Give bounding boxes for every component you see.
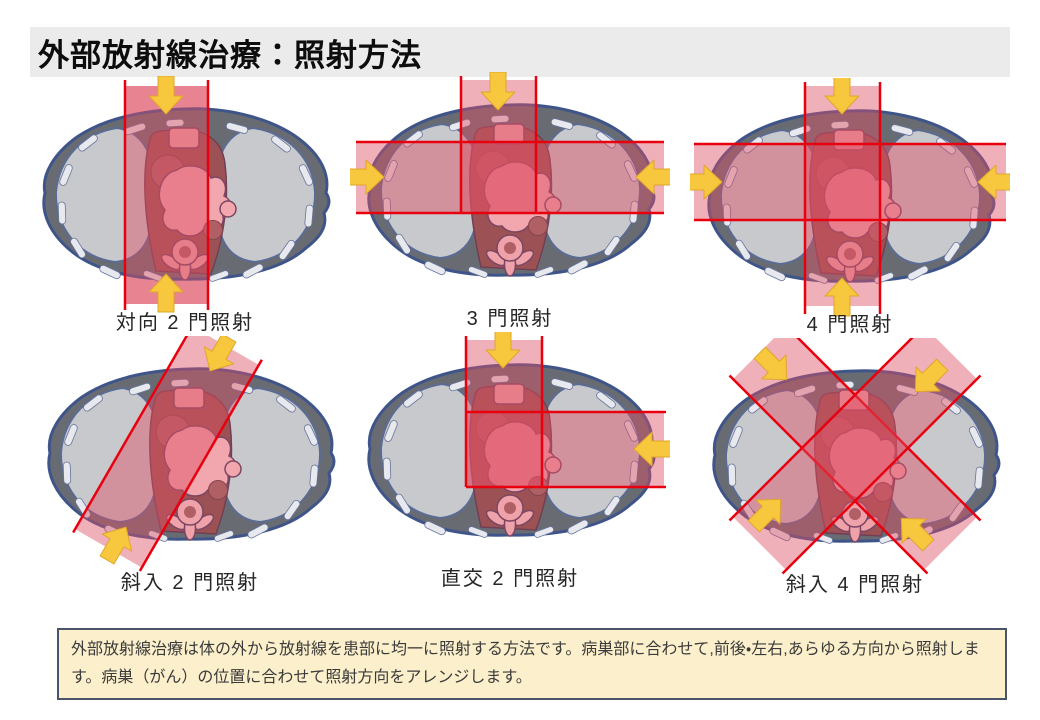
panel-orthogonal-2-field: 直交 2 門照射 <box>350 332 670 591</box>
oblique-4-field-diagram <box>712 338 1001 575</box>
panel-label: 3 門照射 <box>466 308 554 330</box>
panel-oblique-4-field: 斜入 4 門照射 <box>695 338 1015 597</box>
panel-label: 4 門照射 <box>806 314 894 336</box>
oblique-2-field-diagram <box>47 336 336 572</box>
page-title: 外部放射線治療：照射方法 <box>38 37 422 73</box>
description-note: 外部放射線治療は体の外から放射線を患部に均一に照射する方法です。病巣部に合わせて… <box>57 628 1007 700</box>
panel-label: 直交 2 門照射 <box>440 568 580 590</box>
panel-four-field: 4 門照射 <box>690 78 1010 337</box>
panel-label: 斜入 4 門照射 <box>785 574 925 596</box>
panel-oblique-2-field: 斜入 2 門照射 <box>30 336 350 595</box>
four-field-diagram <box>690 78 1010 317</box>
panel-label: 斜入 2 門照射 <box>120 572 260 594</box>
orthogonal-2-field-diagram <box>367 332 670 540</box>
description-note-text: 外部放射線治療は体の外から放射線を患部に均一に照射する方法です。病巣部に合わせて… <box>71 641 980 686</box>
panel-three-field: 3 門照射 <box>350 72 670 331</box>
three-field-diagram <box>350 72 670 280</box>
opposed-2-field-diagram <box>42 76 331 313</box>
panel-label: 対向 2 門照射 <box>115 312 255 334</box>
panel-opposed-2-field: 対向 2 門照射 <box>25 76 345 335</box>
title-bar: 外部放射線治療：照射方法 <box>30 27 1010 77</box>
